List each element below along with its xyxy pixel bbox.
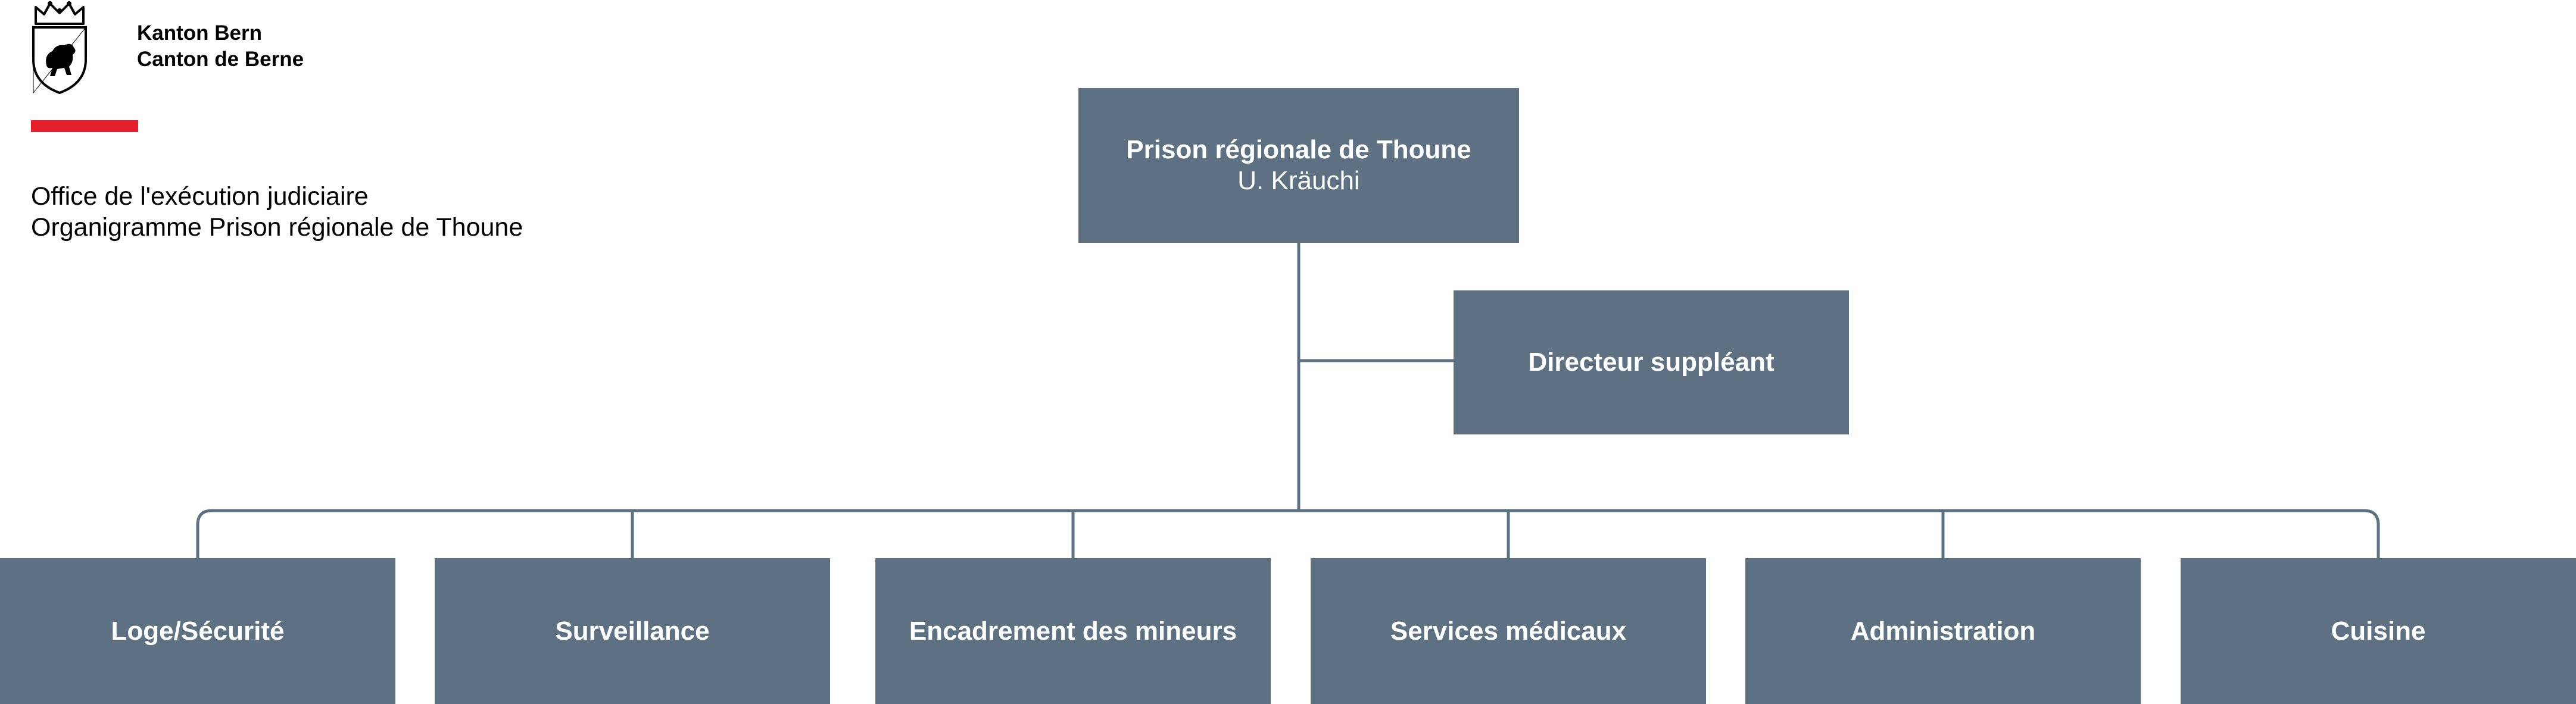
org-box-deputy: Directeur suppléant: [1454, 290, 1849, 434]
canton-name-de: Kanton Bern: [137, 21, 262, 45]
office-name: Office de l'exécution judiciaire: [31, 182, 369, 211]
org-box-surveillance: Surveillance: [435, 558, 830, 704]
unit-label: Cuisine: [2331, 616, 2426, 646]
org-box-administration: Administration: [1745, 558, 2141, 704]
deputy-title: Directeur suppléant: [1528, 348, 1774, 377]
org-box-director: Prison régionale de Thoune U. Kräuchi: [1078, 88, 1519, 243]
unit-label: Administration: [1850, 616, 2036, 646]
org-box-encadrement-des-mineurs: Encadrement des mineurs: [875, 558, 1271, 704]
org-box-loge-securite: Loge/Sécurité: [0, 558, 395, 704]
unit-label: Services médicaux: [1390, 616, 1627, 646]
unit-label: Encadrement des mineurs: [909, 616, 1237, 646]
unit-label: Loge/Sécurité: [111, 616, 285, 646]
connector-horizontal-bus: [196, 509, 2380, 527]
director-title: Prison régionale de Thoune: [1126, 135, 1471, 164]
page-title: Office de l'exécution judiciaire Organig…: [31, 181, 523, 243]
org-box-services-medicaux: Services médicaux: [1311, 558, 1706, 704]
chart-title: Organigramme Prison régionale de Thoune: [31, 213, 523, 242]
canton-name-fr: Canton de Berne: [137, 48, 304, 71]
brand-accent-bar: [31, 120, 138, 132]
director-name: U. Kräuchi: [1237, 166, 1360, 195]
canton-name: Kanton Bern Canton de Berne: [137, 20, 304, 73]
org-box-cuisine: Cuisine: [2181, 558, 2576, 704]
bern-coat-of-arms-icon: [32, 1, 87, 95]
unit-label: Surveillance: [555, 616, 710, 646]
